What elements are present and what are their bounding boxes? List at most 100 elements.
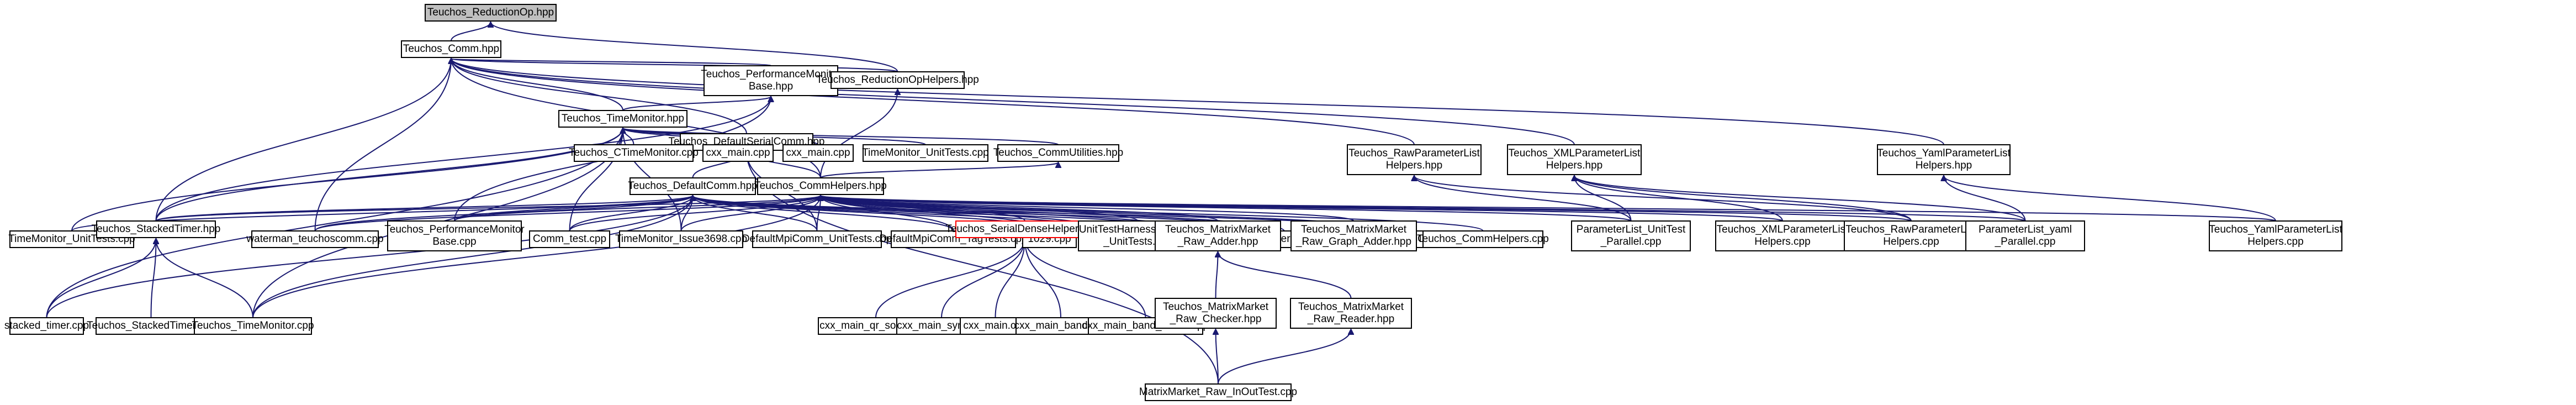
node-plyaml[interactable]: ParameterList_yaml_Parallel.cpp bbox=[1965, 220, 2085, 251]
node-cxxmain2[interactable]: cxx_main.cpp bbox=[782, 144, 854, 162]
node-label: _Raw_Adder.hpp bbox=[1177, 236, 1258, 248]
edge-sttimer-to-tm bbox=[46, 128, 623, 318]
node-wtc[interactable]: waterman_teuchoscomm.cpp bbox=[246, 230, 384, 248]
node-mmadder[interactable]: Teuchos_MatrixMarket_Raw_Adder.hpp bbox=[1155, 220, 1281, 251]
node-label: Teuchos_MatrixMarket bbox=[1301, 224, 1407, 235]
edge-cxxmain3-to-sdh bbox=[995, 239, 1025, 318]
node-label: Teuchos_MatrixMarket bbox=[1163, 301, 1269, 313]
node-ctm[interactable]: Teuchos_CTimeMonitor.cpp bbox=[569, 144, 699, 162]
node-box bbox=[96, 317, 207, 335]
node-box bbox=[194, 317, 312, 335]
node-label: Helpers.cpp bbox=[2247, 236, 2303, 248]
node-label: Helpers.hpp bbox=[1916, 160, 1972, 171]
node-label: cxx_main.cpp bbox=[786, 147, 850, 159]
node-mmreader[interactable]: Teuchos_MatrixMarket_Raw_Reader.hpp bbox=[1290, 298, 1412, 329]
node-plut[interactable]: ParameterList_UnitTest_Parallel.cpp bbox=[1571, 220, 1691, 251]
edge-rawcpp-to-rawpl bbox=[1414, 176, 1912, 222]
edge-roph-to-comm bbox=[451, 59, 898, 72]
node-roph[interactable]: Teuchos_ReductionOpHelpers.hpp bbox=[816, 71, 979, 89]
edge-wtc-to-comm bbox=[314, 59, 452, 232]
node-box bbox=[1155, 220, 1281, 251]
node-cut[interactable]: Teuchos_CommUtilities.hpp bbox=[993, 144, 1124, 162]
node-st[interactable]: Teuchos_StackedTimer.hpp bbox=[92, 220, 221, 238]
edge-chcpp-to-ch bbox=[821, 196, 1484, 232]
edge-dsc-to-comm bbox=[451, 59, 747, 134]
node-label: Teuchos_XMLParameterList bbox=[1509, 148, 1641, 159]
node-label: ParameterList_UnitTest bbox=[1577, 224, 1686, 235]
edge-sttimer-to-st bbox=[46, 239, 156, 318]
node-label: Teuchos_DefaultComm.hpp bbox=[628, 180, 757, 192]
node-label: Helpers.hpp bbox=[1546, 160, 1602, 171]
node-box bbox=[630, 177, 756, 195]
node-tmut2[interactable]: TimeMonitor_UnitTests.cpp bbox=[8, 230, 135, 248]
node-box bbox=[401, 40, 501, 58]
edge-st-to-ch bbox=[155, 196, 821, 222]
edge-mmchecker-to-mmadder bbox=[1216, 252, 1218, 299]
node-label: Helpers.cpp bbox=[1754, 236, 1810, 248]
node-label: _Parallel.cpp bbox=[1600, 236, 1662, 248]
edge-comm-to-rop bbox=[451, 22, 491, 41]
edge-plut-to-xmlpl bbox=[1574, 176, 1632, 222]
node-commtest[interactable]: Comm_test.cpp bbox=[529, 230, 610, 248]
node-dc[interactable]: Teuchos_DefaultComm.hpp bbox=[628, 177, 758, 195]
node-label: Base.hpp bbox=[749, 81, 793, 92]
node-box bbox=[1145, 383, 1292, 401]
node-label: Teuchos_SerialDenseHelpers.hpp bbox=[945, 223, 1104, 235]
node-label: waterman_teuchoscomm.cpp bbox=[246, 233, 383, 245]
node-label: stacked_timer.cpp bbox=[4, 320, 89, 332]
edge-xmlpl-to-comm bbox=[451, 59, 1575, 145]
node-dmcut[interactable]: DefaultMpiComm_UnitTests.cpp bbox=[742, 230, 892, 248]
edge-mmgraph-to-ch bbox=[821, 196, 1355, 222]
node-cxxmain1[interactable]: cxx_main.cpp bbox=[702, 144, 774, 162]
node-box bbox=[1571, 220, 1691, 251]
node-rop[interactable]: Teuchos_ReductionOp.hpp bbox=[425, 4, 557, 22]
node-tm3698[interactable]: TimeMonitor_Issue3698.cpp bbox=[615, 230, 747, 248]
edge-yamlpl-to-comm bbox=[451, 59, 1944, 145]
edge-commtest-to-dc bbox=[569, 196, 693, 232]
edge-mminout-to-dsc bbox=[747, 151, 1219, 385]
node-tm[interactable]: Teuchos_TimeMonitor.hpp bbox=[558, 110, 687, 128]
node-box bbox=[387, 220, 522, 251]
node-box bbox=[831, 71, 965, 89]
node-label: cxx_main.cpp bbox=[706, 147, 770, 159]
node-label: Teuchos_PerformanceMonitor bbox=[701, 69, 841, 80]
node-box bbox=[619, 230, 743, 248]
node-label: Teuchos_PerformanceMonitor bbox=[384, 224, 525, 235]
edge-pmb-to-comm bbox=[451, 59, 771, 66]
node-chcpp[interactable]: Teuchos_CommHelpers.cpp bbox=[1417, 230, 1549, 248]
edge-bandsolver-to-sdh bbox=[1025, 239, 1146, 318]
node-box bbox=[757, 177, 884, 195]
node-box bbox=[1507, 144, 1642, 175]
edge-rawcpp-to-xmlpl bbox=[1574, 176, 1912, 222]
node-comm[interactable]: Teuchos_Comm.hpp bbox=[401, 40, 501, 58]
node-sdh[interactable]: Teuchos_SerialDenseHelpers.hpp bbox=[945, 220, 1104, 238]
node-mmchecker[interactable]: Teuchos_MatrixMarket_Raw_Checker.hpp bbox=[1155, 298, 1277, 329]
edge-wtc-to-ch bbox=[314, 196, 821, 232]
node-stcpp[interactable]: Teuchos_StackedTimer.cpp bbox=[87, 317, 215, 335]
edge-tmcpp-to-dc bbox=[252, 196, 693, 318]
node-mminout[interactable]: MatrixMarket_Raw_InOutTest.cpp bbox=[1139, 383, 1297, 401]
node-box bbox=[2209, 220, 2342, 251]
edge-mminout-to-mmchecker bbox=[1216, 329, 1219, 385]
node-tmcpp[interactable]: Teuchos_TimeMonitor.cpp bbox=[192, 317, 314, 335]
node-label: TimeMonitor_Issue3698.cpp bbox=[615, 233, 747, 245]
node-sttimer[interactable]: stacked_timer.cpp bbox=[4, 317, 89, 335]
node-label: cxx_main.cpp bbox=[963, 320, 1027, 332]
node-label: Teuchos_TimeMonitor.cpp bbox=[192, 320, 314, 332]
node-box bbox=[9, 317, 84, 335]
node-box bbox=[782, 144, 854, 162]
node-label: Teuchos_YamlParameterList bbox=[1877, 148, 2011, 159]
node-ch[interactable]: Teuchos_CommHelpers.hpp bbox=[754, 177, 887, 195]
node-mmgraph[interactable]: Teuchos_MatrixMarket_Raw_Graph_Adder.hpp bbox=[1290, 220, 1417, 251]
edge-st-to-pmb bbox=[155, 97, 771, 222]
node-tmut[interactable]: TimeMonitor_UnitTests.cpp bbox=[862, 144, 989, 162]
